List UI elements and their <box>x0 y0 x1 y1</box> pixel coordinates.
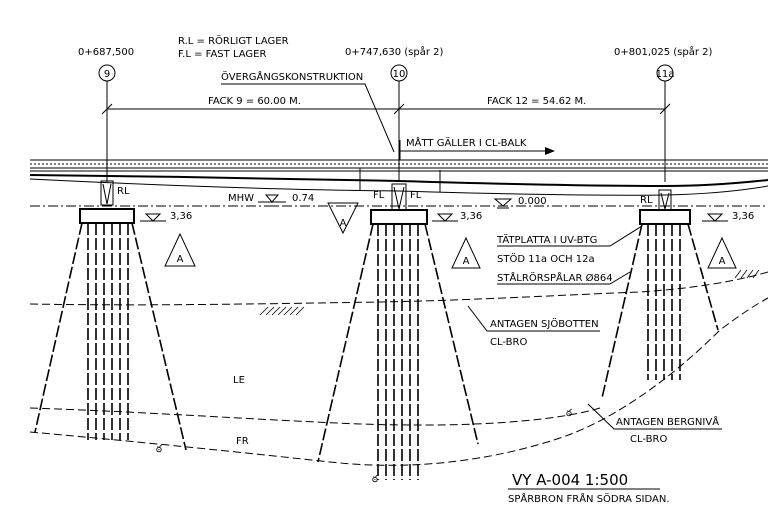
legend-rl: R.L = RÖRLIGT LAGER <box>178 34 289 47</box>
bearing-fl-b-label: FL <box>410 190 422 201</box>
piles-left <box>34 222 187 451</box>
note-line-2: STÖD 11a OCH 12a <box>497 252 595 265</box>
soil-label-fr: FR <box>236 436 249 447</box>
axis-label-10: 10 <box>393 69 406 80</box>
bearing-fl-a-label: FL <box>373 190 385 201</box>
seabed-line <box>29 271 768 306</box>
hatch-symbol-right <box>734 269 760 279</box>
axis-label-9: 9 <box>104 69 110 80</box>
bedrock-label: ANTAGEN BERGNIVÅ <box>616 415 719 428</box>
soil-label-le: LE <box>233 375 245 386</box>
section-marker-3: A <box>451 236 481 269</box>
rock-symbol-icon: ఠ <box>566 408 572 419</box>
dimension-note: MÅTT GÄLLER I CL-BALK <box>406 136 527 149</box>
axis-label-11a: 11a <box>656 69 675 80</box>
station-chainage-10: 0+747,630 (spår 2) <box>345 45 444 58</box>
tick-9 <box>101 103 113 115</box>
section-marker-2-label: A <box>340 218 347 229</box>
pile-cap-middle <box>370 209 428 225</box>
level-triangle-icon <box>493 198 513 209</box>
bearing-left <box>100 180 114 206</box>
note-leader-1 <box>497 225 643 247</box>
station-chainage-11a: 0+801,025 (spår 2) <box>614 45 713 58</box>
pile-cap-left <box>79 208 135 224</box>
seabed-sublabel: CL-BRO <box>490 337 527 348</box>
bedrock-sublabel: CL-BRO <box>630 434 667 445</box>
bearing-rl-left-label: RL <box>117 186 130 197</box>
section-marker-4: A <box>707 236 737 269</box>
drawing-subtitle: SPÅRBRON FRÅN SÖDRA SIDAN. <box>508 492 670 505</box>
note-leader-2 <box>497 271 631 285</box>
axis-marker-9: 9 <box>98 64 116 82</box>
mhw-level: 0.74 <box>292 193 314 204</box>
tick-10 <box>393 103 405 115</box>
level-left: 3,36 <box>170 211 192 222</box>
bearing-rl-right-label: RL <box>640 195 653 206</box>
axis-marker-11a: 11a <box>656 64 675 82</box>
note-line-1: TÄTPLATTA I UV-BTG <box>496 233 597 246</box>
bearing-right <box>658 189 672 211</box>
bedrock-line <box>29 297 768 466</box>
hatch-symbol-seabed <box>259 306 305 316</box>
section-marker-1-label: A <box>177 254 184 265</box>
span-9-label: FACK 9 = 60.00 M. <box>208 96 301 107</box>
expansion-joint-label: ÖVERGÅNGSKONSTRUKTION <box>221 70 363 83</box>
span-12-label: FACK 12 = 54.62 M. <box>487 96 586 107</box>
piles-middle <box>317 223 479 480</box>
level-triangle-icon <box>258 194 286 207</box>
soil-boundary-line <box>29 407 601 426</box>
seabed-label: ANTAGEN SJÖBOTTEN <box>490 317 599 330</box>
level-triangle-icon <box>432 213 458 222</box>
rock-symbol-icon: ఠ <box>156 444 162 455</box>
station-chainage-9: 0+687,500 <box>78 47 134 58</box>
tick-11a <box>659 103 671 115</box>
piles-right <box>601 223 719 399</box>
legend-fl: F.L = FAST LAGER <box>178 49 266 60</box>
bridge-deck <box>29 159 768 196</box>
expansion-joint-leader <box>221 83 395 153</box>
drawing-title: VY A-004 1:500 <box>512 471 628 489</box>
arrow-right-icon <box>545 147 555 155</box>
section-marker-3-label: A <box>463 256 470 267</box>
bedrock-leader <box>587 403 722 430</box>
pile-cap-right <box>639 209 691 225</box>
level-triangle-icon <box>140 213 166 222</box>
section-marker-1: A <box>164 232 196 267</box>
level-zero: 0.000 <box>518 196 547 207</box>
level-right: 3,36 <box>732 211 754 222</box>
mhw-label: MHW <box>228 193 254 204</box>
note-line-3: STÅLRÖRSPÅLAR Ø864 <box>497 271 613 284</box>
rock-symbol-icon: ఠ <box>372 474 378 485</box>
level-mid: 3,36 <box>460 211 482 222</box>
section-marker-2: A <box>327 202 359 235</box>
seabed-leader <box>467 305 600 332</box>
section-marker-4-label: A <box>719 256 726 267</box>
level-triangle-icon <box>702 213 728 222</box>
axis-marker-10: 10 <box>390 64 408 82</box>
